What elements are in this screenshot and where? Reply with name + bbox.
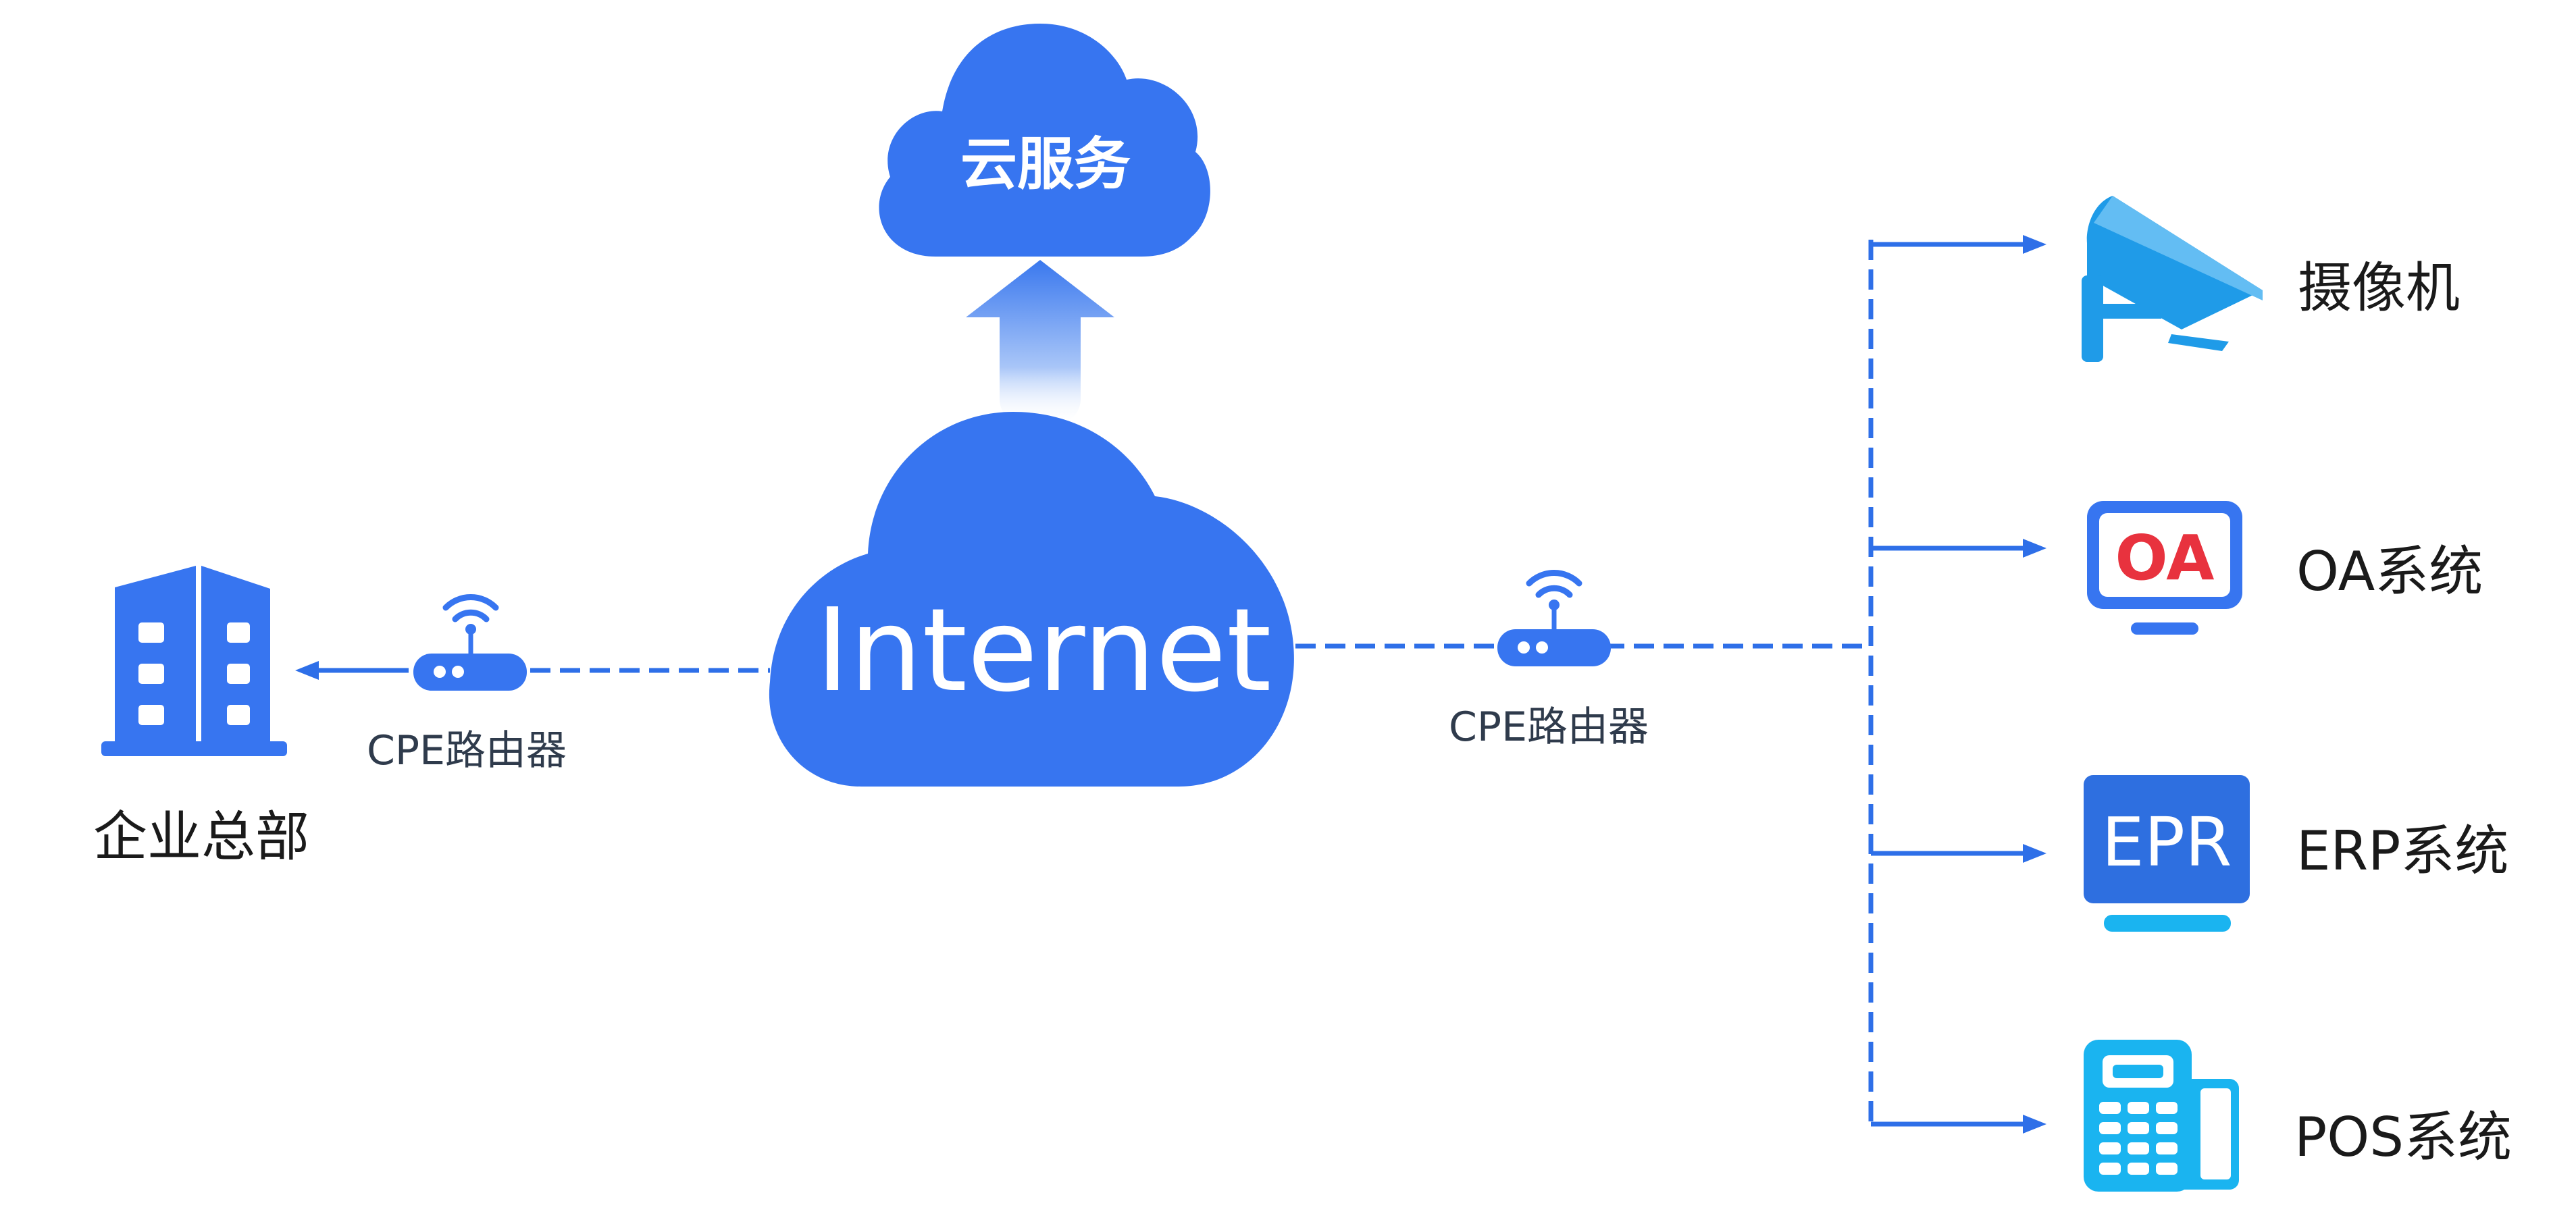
building-icon (101, 566, 287, 756)
cloud-service-label: 云服务 (960, 131, 1131, 197)
headquarters-label: 企业总部 (93, 805, 309, 868)
internet-label: Internet (815, 584, 1271, 718)
pos-terminal-icon (2084, 1040, 2239, 1192)
router-left-label: CPE路由器 (367, 727, 567, 774)
erp-screen-icon (2084, 775, 2250, 932)
router-right-icon (1497, 570, 1611, 666)
pos-label: POS系统 (2294, 1106, 2512, 1169)
oa-monitor-icon (2087, 501, 2242, 635)
camera-label: 摄像机 (2298, 257, 2460, 319)
erp-label: ERP系统 (2296, 820, 2509, 882)
internet-cloud-icon (769, 412, 1294, 787)
oa-label: OA系统 (2296, 540, 2483, 603)
router-right-label: CPE路由器 (1449, 703, 1649, 751)
connection-lines (304, 240, 2023, 1127)
camera-icon (2082, 196, 2263, 362)
oa-badge-text: OA (2115, 522, 2215, 594)
erp-badge-text: EPR (2102, 803, 2232, 882)
upload-arrow-icon (966, 260, 1114, 425)
arrow-heads (295, 235, 2046, 1134)
cloud-service-icon (879, 24, 1210, 257)
router-left-icon (413, 594, 527, 691)
